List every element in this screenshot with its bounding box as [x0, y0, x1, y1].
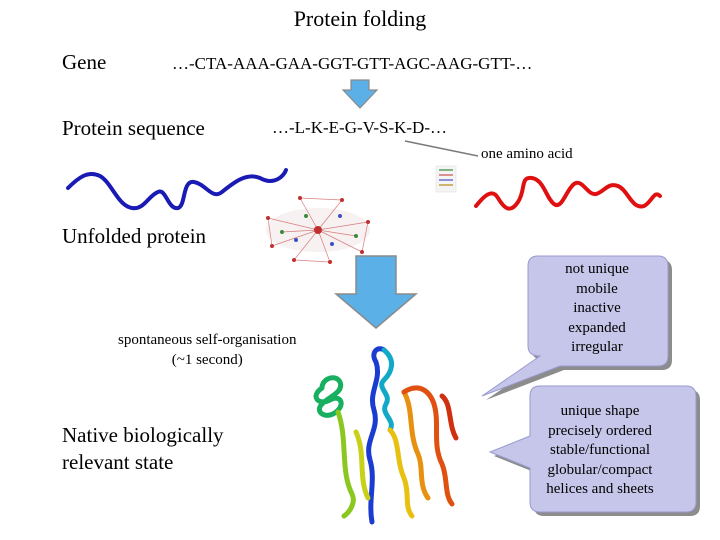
- folded-protein-structure: [313, 346, 459, 525]
- gene-label: Gene: [62, 50, 107, 74]
- callout-line: stable/functional: [550, 442, 650, 458]
- page-title: Protein folding: [293, 6, 427, 31]
- process-line-1: spontaneous self-organisation: [118, 332, 297, 348]
- folding-process-label: spontaneous self-organisation (~1 second…: [118, 330, 296, 370]
- callout-line: irregular: [571, 339, 623, 355]
- unfolded-protein-label: Unfolded protein: [62, 224, 207, 248]
- native-line-2: relevant state: [62, 450, 174, 474]
- amino-acid-sequence: …-L-K-E-G-V-S-K-D-…: [272, 118, 447, 137]
- folding-arrow: [333, 255, 419, 329]
- unfolded-chain-blue: [66, 168, 288, 211]
- callout-unfolded: [481, 255, 672, 400]
- protein-sequence-label: Protein sequence: [62, 116, 205, 140]
- dna-sequence: …-CTA-AAA-GAA-GGT-GTT-AGC-AAG-GTT-…: [172, 54, 533, 73]
- amino-acid-pointer: [404, 140, 479, 157]
- callout-line: precisely ordered: [548, 422, 652, 439]
- callout-line: inactive: [573, 300, 621, 316]
- callout-line: not unique: [565, 261, 629, 277]
- callout-unfolded-text: not unique mobile inactive expanded irre…: [530, 260, 664, 358]
- callout-line: unique shape: [560, 403, 640, 419]
- native-line-1: Native biologically: [62, 423, 224, 447]
- callout-line: helices and sheets: [546, 481, 654, 497]
- interaction-network-graphic: [266, 196, 370, 264]
- callout-native: [488, 385, 700, 516]
- process-line-2: (~1 second): [171, 352, 243, 368]
- unfolded-chain-red: [474, 175, 662, 211]
- callout-line: expanded: [568, 319, 626, 336]
- native-state-label: Native biologically relevant state: [62, 422, 224, 476]
- legend-graphic: [435, 165, 457, 193]
- callout-native-text: unique shape precisely ordered stable/fu…: [526, 402, 674, 500]
- callout-line: mobile: [576, 280, 618, 297]
- amino-acid-note: one amino acid: [481, 146, 573, 162]
- callout-line: globular/compact: [547, 461, 653, 478]
- translation-arrow: [341, 79, 379, 109]
